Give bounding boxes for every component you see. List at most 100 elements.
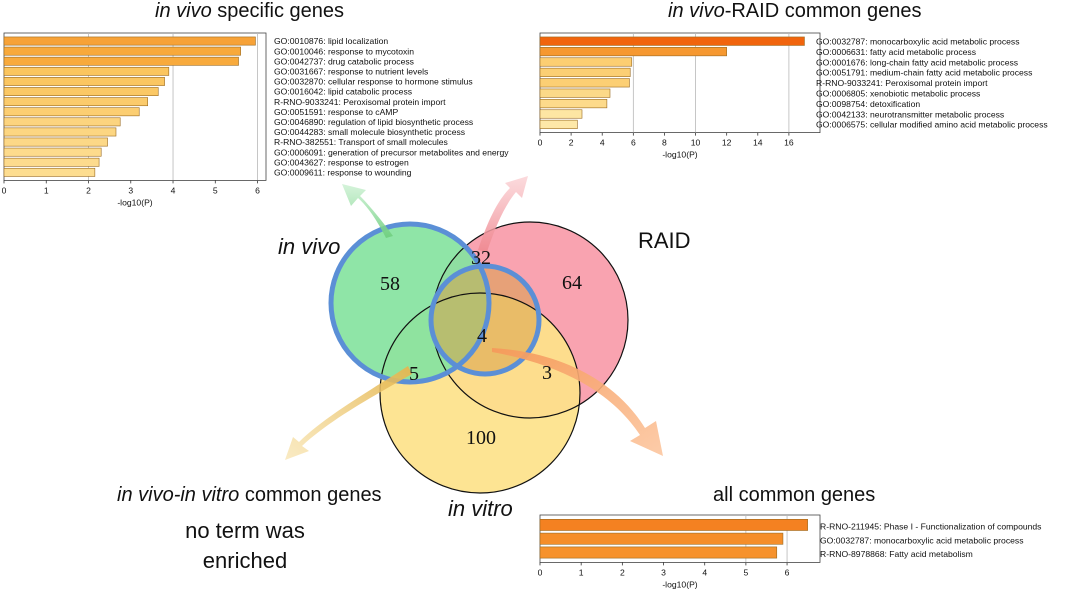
bar	[539, 47, 727, 57]
term-label: GO:0010046: response to mycotoxin	[274, 46, 414, 56]
title-italic: in vivo	[668, 0, 725, 22]
bar	[3, 97, 148, 107]
bar	[3, 117, 121, 127]
term-label: R-RNO-8978868: Fatty acid metabolism	[820, 549, 973, 559]
bar	[539, 546, 778, 559]
tick-label: 6	[255, 185, 260, 195]
tick-label: 5	[743, 567, 748, 577]
green-arrow	[342, 184, 393, 238]
tick-label: 2	[569, 138, 574, 148]
bar	[3, 66, 170, 76]
tick-label: 4	[171, 185, 176, 195]
bar	[3, 107, 140, 117]
tick-label: 10	[691, 138, 701, 148]
count-in-vivo-in-vitro: 5	[409, 363, 419, 385]
term-label: GO:0032787: monocarboxylic acid metaboli…	[816, 36, 1020, 46]
tick-label: 4	[600, 138, 605, 148]
term-label: R-RNO-211945: Phase I - Functionalizatio…	[820, 522, 1041, 532]
bar	[539, 519, 808, 531]
bar	[539, 532, 784, 545]
label-in-vitro: in vitro	[448, 496, 513, 521]
bar	[3, 127, 117, 137]
term-label: R-RNO-9033241: Peroxisomal protein impor…	[274, 97, 446, 107]
term-label: GO:0046890: regulation of lipid biosynth…	[274, 117, 473, 127]
bar	[539, 57, 633, 67]
count-raid-in-vitro: 3	[542, 362, 552, 384]
title-italic: in vivo-in vitro	[117, 484, 240, 506]
chart-all-common: R-RNO-211945: Phase I - Functionalizatio…	[538, 514, 1041, 589]
term-label: GO:0032787: monocarboxylic acid metaboli…	[820, 535, 1024, 545]
term-label: GO:0031667: response to nutrient levels	[274, 66, 428, 76]
tick-label: 6	[631, 138, 636, 148]
term-label: GO:0006575: cellular modified amino acid…	[816, 120, 1048, 130]
term-label: GO:0001676: long-chain fatty acid metabo…	[816, 57, 1018, 67]
bar	[3, 147, 102, 157]
tick-label: 2	[86, 185, 91, 195]
tick-label: 3	[661, 567, 666, 577]
term-label: GO:0051791: medium-chain fatty acid meta…	[816, 68, 1032, 78]
term-label: R-RNO-9033241: Peroxisomal protein impor…	[816, 78, 988, 88]
bar	[539, 78, 630, 88]
note-line-2: enriched	[202, 548, 288, 573]
tick-label: 8	[662, 138, 667, 148]
tick-label: 3	[128, 185, 133, 195]
in-vitro-outline	[379, 292, 581, 494]
title-italic: in vivo	[155, 0, 212, 22]
tick-label: 1	[44, 185, 49, 195]
x-axis-label: -log10(P)	[662, 579, 697, 589]
tick-label: 16	[784, 138, 794, 148]
bar	[539, 109, 583, 119]
term-label: GO:0051591: response to cAMP	[274, 107, 398, 117]
count-raid-only: 64	[562, 272, 582, 294]
bar	[3, 157, 100, 167]
chart-in-vivo-raid: GO:0032787: monocarboxylic acid metaboli…	[538, 32, 1048, 160]
tick-label: 5	[213, 185, 218, 195]
term-label: GO:0044283: small molecule biosynthetic …	[274, 127, 465, 137]
tick-label: 14	[753, 138, 763, 148]
label-raid: RAID	[638, 228, 691, 253]
term-label: GO:0016042: lipid catabolic process	[274, 87, 412, 97]
count-in-vitro-only: 100	[466, 427, 496, 449]
term-label: GO:0042133: neurotransmitter metabolic p…	[816, 109, 1004, 119]
tick-label: 4	[702, 567, 707, 577]
term-label: R-RNO-382551: Transport of small molecul…	[274, 137, 448, 147]
bar	[3, 87, 159, 96]
tick-label: 12	[722, 138, 732, 148]
overlap-outline	[428, 263, 542, 377]
tick-label: 0	[538, 138, 543, 148]
label-in-vivo: in vivo	[278, 234, 341, 259]
yellow-arrow	[285, 366, 412, 460]
tick-label: 2	[620, 567, 625, 577]
title-all-common: all common genes	[713, 484, 875, 507]
title-in-vivo-raid: in vivo-RAID common genes	[668, 0, 921, 23]
count-in-vivo-raid: 32	[471, 247, 491, 269]
x-axis-label: -log10(P)	[117, 197, 152, 207]
bar	[3, 167, 96, 177]
title-rest: common genes	[239, 484, 382, 506]
chart-in-vivo-specific: GO:0010876: lipid localizationGO:0010046…	[2, 32, 509, 207]
bar	[539, 67, 631, 77]
bar	[539, 36, 805, 46]
bar	[539, 119, 578, 129]
term-label: GO:0043627: response to estrogen	[274, 157, 409, 167]
bar	[539, 88, 611, 98]
pink-arrow	[478, 176, 528, 252]
tick-label: 1	[579, 567, 584, 577]
bar	[3, 36, 256, 46]
term-label: GO:0042737: drug catabolic process	[274, 56, 414, 66]
title-rest: specific genes	[211, 0, 344, 22]
tick-label: 0	[2, 185, 7, 195]
tick-label: 0	[538, 567, 543, 577]
bar	[539, 99, 608, 109]
tick-label: 6	[785, 567, 790, 577]
term-label: GO:0006631: fatty acid metabolic process	[816, 47, 976, 57]
title-in-vivo-specific: in vivo specific genes	[155, 0, 344, 23]
x-axis-label: -log10(P)	[662, 150, 697, 160]
note-line-1: no term was	[185, 518, 305, 543]
bar	[3, 137, 108, 147]
bar	[3, 46, 241, 56]
term-label: GO:0006091: generation of precursor meta…	[274, 147, 509, 157]
no-term-note: no term was enriched	[160, 516, 330, 576]
title-in-vivo-in-vitro: in vivo-in vitro common genes	[117, 484, 382, 507]
